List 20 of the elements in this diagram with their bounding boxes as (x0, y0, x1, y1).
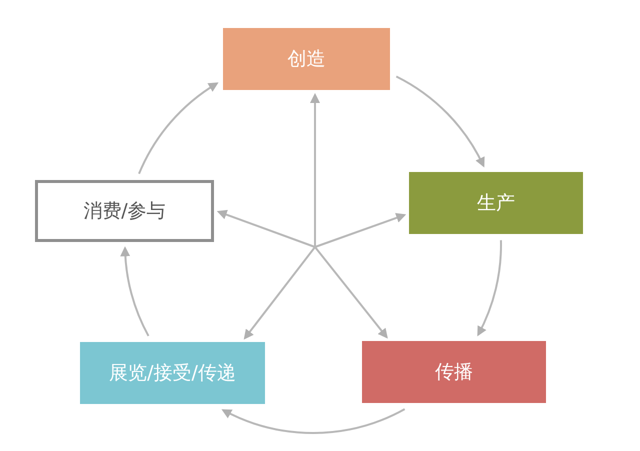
box-label: 生产 (477, 191, 515, 216)
arrow (477, 240, 502, 336)
process-box (35, 180, 214, 242)
box-label: 消费/参与 (83, 199, 166, 224)
arrow (310, 93, 320, 247)
arrow (221, 408, 406, 434)
box-label: 传播 (435, 360, 473, 385)
arrow (396, 76, 484, 168)
box-label: 展览/接受/传递 (109, 361, 236, 386)
arrow (314, 246, 388, 339)
process-box (409, 172, 583, 234)
arrow (138, 82, 219, 174)
arrow (314, 213, 406, 248)
arrow (120, 246, 150, 336)
process-box (362, 341, 546, 403)
process-box (223, 28, 390, 90)
process-box (80, 342, 265, 404)
box-label: 创造 (288, 47, 326, 72)
arrow (244, 246, 316, 340)
arrow (216, 210, 316, 248)
